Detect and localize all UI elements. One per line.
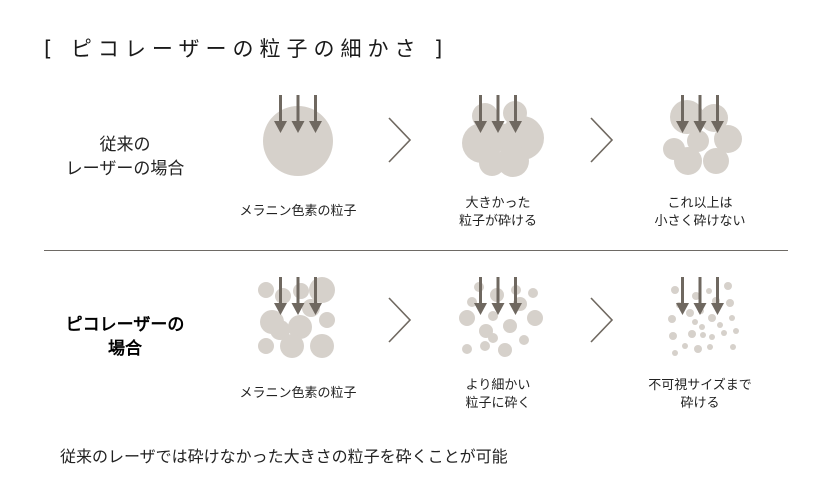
- row-label-line: 場合: [108, 339, 142, 359]
- caption-line: 粒子に砕く: [465, 396, 531, 411]
- conventional-limit-particles: [663, 100, 742, 175]
- pico-invisible-particles: [668, 282, 739, 356]
- pico-finer-particles: [459, 282, 543, 357]
- down-arrow-icon: [274, 277, 322, 315]
- caption-conventional-step3: これ以上は 小さく砕けない: [620, 195, 780, 231]
- page-title: [ ピコレーザーの粒子の細かさ ]: [44, 37, 449, 61]
- caption-line: 粒子が砕ける: [458, 214, 537, 229]
- row-label-conventional: 従来の レーザーの場合: [30, 133, 220, 181]
- chevron-right-icon: [388, 117, 614, 343]
- down-arrow-icon: [676, 95, 724, 133]
- caption-line: 大きかった: [465, 196, 531, 211]
- down-arrow-icon: [474, 277, 522, 315]
- down-arrow-icon: [676, 277, 724, 315]
- row-label-line: レーザーの場合: [65, 159, 185, 179]
- caption-pico-step3: 不可視サイズまで 砕ける: [620, 377, 780, 413]
- caption-line: 小さく砕けない: [654, 214, 746, 229]
- conventional-fragmented-particles: [462, 101, 544, 177]
- footer-note: 従来のレーザでは砕けなかった大きさの粒子を砕くことが可能: [60, 447, 508, 466]
- row-label-pico: ピコレーザーの 場合: [30, 313, 220, 361]
- row-label-line: 従来の: [99, 135, 151, 155]
- down-arrow-icon: [274, 95, 322, 133]
- caption-line: メラニン色素の粒子: [239, 386, 357, 401]
- caption-conventional-step2: 大きかった 粒子が砕ける: [418, 195, 578, 231]
- caption-line: より細かい: [465, 378, 531, 393]
- caption-line: これ以上は: [667, 196, 733, 211]
- down-arrow-icon: [474, 95, 522, 133]
- caption-pico-step1: メラニン色素の粒子: [218, 385, 378, 403]
- row-label-line: ピコレーザーの: [65, 315, 185, 335]
- caption-line: メラニン色素の粒子: [239, 204, 357, 219]
- row-divider: [44, 250, 788, 251]
- caption-line: 砕ける: [680, 396, 720, 411]
- caption-pico-step2: より細かい 粒子に砕く: [418, 377, 578, 413]
- caption-line: 不可視サイズまで: [648, 378, 752, 393]
- caption-conventional-step1: メラニン色素の粒子: [218, 203, 378, 221]
